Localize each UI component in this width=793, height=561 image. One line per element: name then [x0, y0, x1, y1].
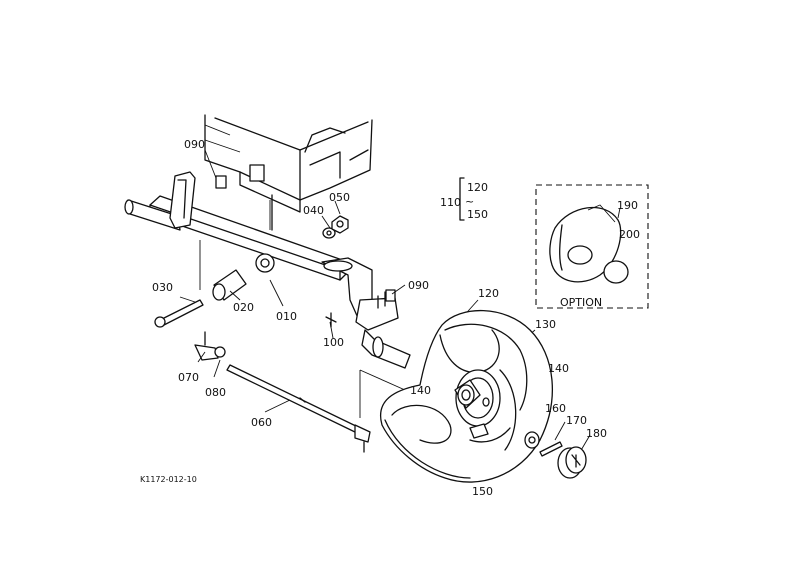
label-030: 030	[152, 281, 173, 294]
label-100: 100	[323, 336, 344, 349]
tie-rod-060	[194, 331, 371, 453]
bolt-090-left	[215, 175, 227, 189]
label-130: 130	[535, 318, 556, 331]
option-label: OPTION	[560, 296, 602, 309]
wheel-hub	[454, 369, 501, 439]
label-140-right: 140	[548, 362, 569, 375]
label-120-bracket: 120	[467, 181, 488, 194]
bushing-020	[212, 269, 247, 301]
option-box	[535, 184, 649, 309]
washer-160	[524, 431, 540, 449]
bolt-090-right	[385, 289, 396, 302]
figure-ref-code: K1172-012-10	[140, 475, 197, 484]
pin-030	[154, 299, 204, 328]
label-060: 060	[251, 416, 272, 429]
label-090-right: 090	[408, 279, 429, 292]
label-080: 080	[205, 386, 226, 399]
label-120-tire: 120	[478, 287, 499, 300]
right-knuckle	[321, 257, 411, 369]
label-010: 010	[276, 310, 297, 323]
label-200: 200	[619, 228, 640, 241]
bracket-tilde: ~	[465, 195, 474, 208]
label-020: 020	[233, 301, 254, 314]
label-110: 110	[440, 196, 461, 209]
label-170: 170	[566, 414, 587, 427]
label-040: 040	[303, 204, 324, 217]
label-190: 190	[617, 199, 638, 212]
label-050: 050	[329, 191, 350, 204]
washer-040	[322, 227, 336, 239]
label-160: 160	[545, 402, 566, 415]
cap-200	[603, 260, 629, 284]
pin-170	[539, 441, 563, 457]
fitting-100	[325, 312, 337, 328]
front-axle-beam	[124, 171, 349, 281]
tractor-frame	[204, 114, 373, 213]
bracket-110	[459, 177, 465, 221]
cap-180	[557, 446, 587, 479]
label-140-left: 140	[410, 384, 431, 397]
label-150-bottom: 150	[472, 485, 493, 498]
label-070: 070	[178, 371, 199, 384]
label-090-left: 090	[184, 138, 205, 151]
nut-050	[331, 215, 349, 234]
wheel-cover-190	[549, 204, 622, 283]
label-150-bracket: 150	[467, 208, 488, 221]
label-180: 180	[586, 427, 607, 440]
